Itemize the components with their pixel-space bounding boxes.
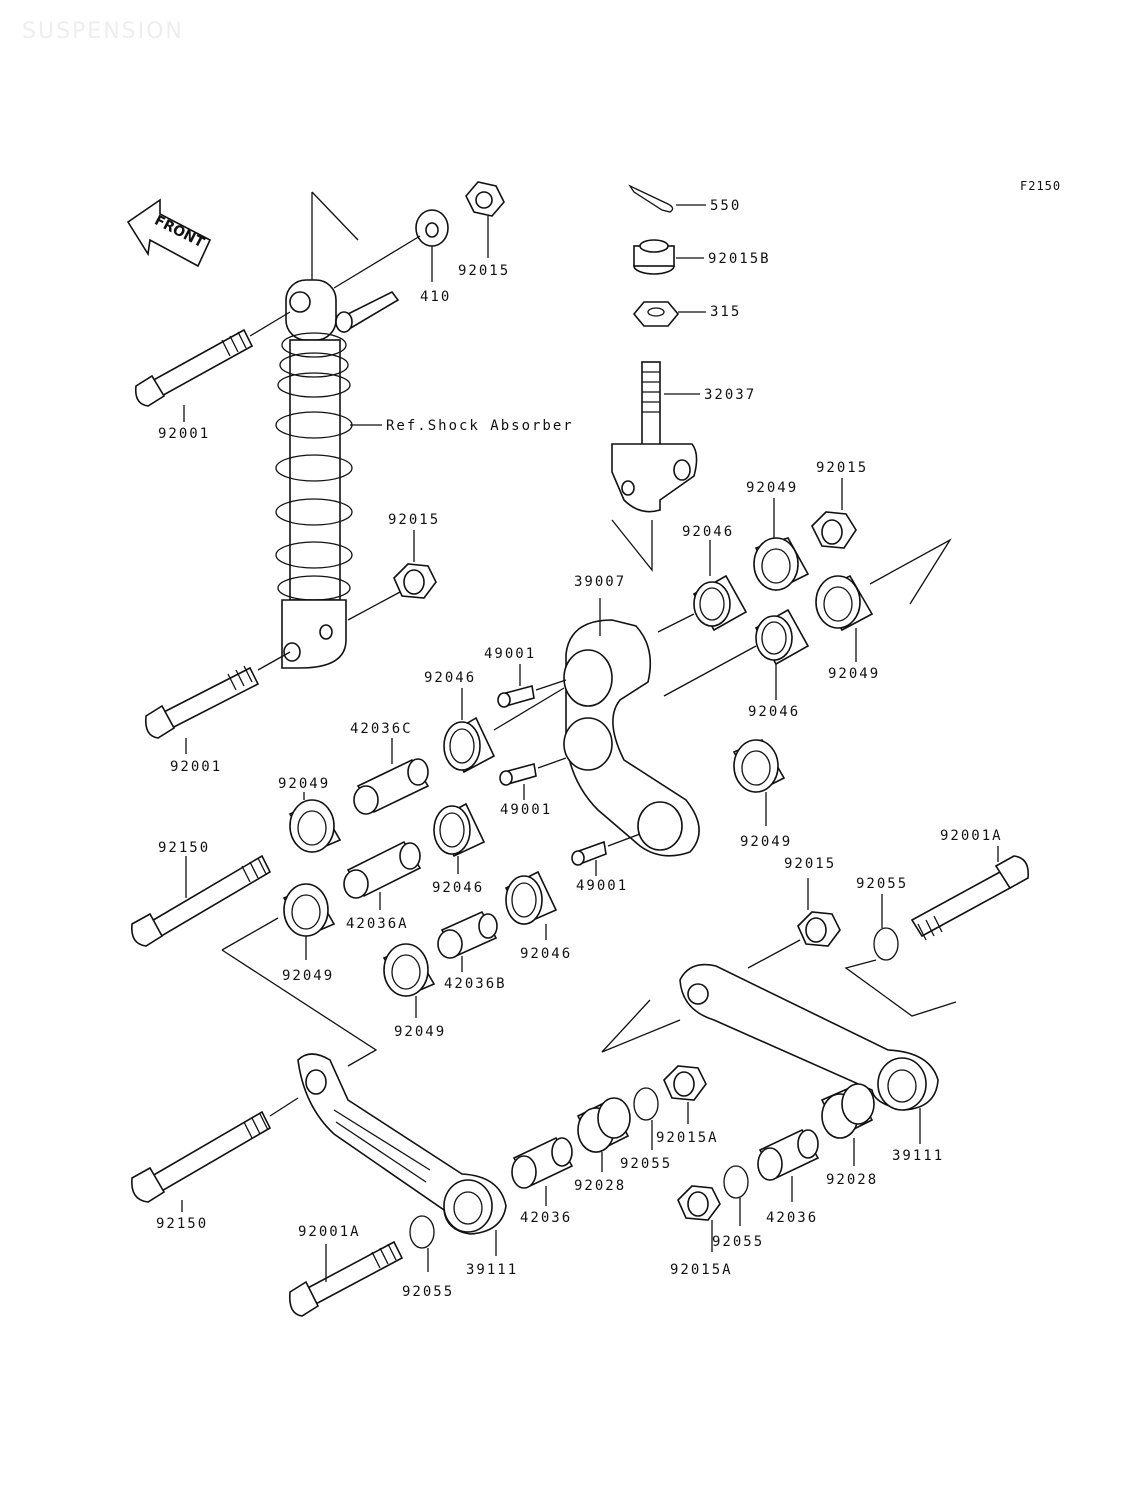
callout-92046-rightmid: 92046 bbox=[748, 704, 800, 720]
callout-92049-rightmid: 92049 bbox=[828, 666, 880, 682]
bolt-92001-mid bbox=[144, 651, 291, 754]
callout-92015-lower: 92015 bbox=[784, 856, 836, 872]
nut-92015-top bbox=[465, 181, 505, 258]
bearing-92046-left bbox=[443, 687, 565, 774]
collar-42036A bbox=[343, 840, 422, 910]
o-ring-92055-mid bbox=[633, 1087, 659, 1150]
callout-32037: 32037 bbox=[704, 387, 756, 403]
callout-92001A-right: 92001A bbox=[940, 828, 1003, 844]
seal-92049-upper bbox=[753, 498, 810, 592]
callout-410: 410 bbox=[420, 289, 451, 305]
callout-92015A-b: 92015A bbox=[670, 1262, 733, 1278]
callout-92015A-a: 92015A bbox=[656, 1130, 719, 1146]
seal-92049-rightmid bbox=[815, 538, 952, 662]
callout-92049-left: 92049 bbox=[278, 776, 330, 792]
callout-92055-right: 92055 bbox=[856, 876, 908, 892]
grease-fitting-49001-b bbox=[499, 757, 567, 800]
reference-note-shock-absorber: Ref.Shock Absorber bbox=[386, 418, 574, 434]
watermark-title: SUSPENSION bbox=[22, 19, 184, 44]
bearing-92046-low bbox=[504, 870, 558, 940]
bushing-92028-a bbox=[576, 1097, 631, 1172]
bearing-92046-mid bbox=[433, 802, 486, 874]
bolt-92001A-right bbox=[844, 846, 1030, 1017]
o-ring-92055-right bbox=[873, 894, 899, 961]
callout-92046-upper: 92046 bbox=[682, 524, 734, 540]
seal-92049-low bbox=[382, 943, 436, 1018]
callout-92049-lowleft: 92049 bbox=[282, 968, 334, 984]
collar-42036-b bbox=[757, 1128, 820, 1202]
link-39111-left bbox=[221, 917, 507, 1256]
adjuster-32037 bbox=[611, 361, 700, 572]
callout-92055-b: 92055 bbox=[712, 1234, 764, 1250]
seal-92049-lowleft bbox=[282, 883, 336, 960]
nut-92015A-b bbox=[677, 1185, 721, 1252]
callout-92150-top: 92150 bbox=[158, 840, 210, 856]
callout-92015-shock: 92015 bbox=[388, 512, 440, 528]
nut-92015B bbox=[633, 239, 704, 275]
nut-92015-shock bbox=[347, 530, 437, 621]
collar-42036C bbox=[353, 738, 430, 815]
rocker-arm-39007 bbox=[563, 598, 700, 857]
o-ring-92055-b bbox=[723, 1165, 749, 1226]
figure-code: F2150 bbox=[1020, 179, 1061, 193]
callout-42036C: 42036C bbox=[350, 721, 413, 737]
callout-92028-b: 92028 bbox=[826, 1172, 878, 1188]
callout-49001-c: 49001 bbox=[576, 878, 628, 894]
bolt-92150-low bbox=[131, 1097, 299, 1212]
callout-42036-b: 42036 bbox=[766, 1210, 818, 1226]
callout-92015-top: 92015 bbox=[458, 263, 510, 279]
nut-92015-lower bbox=[747, 878, 841, 969]
callout-92046-mid: 92046 bbox=[432, 880, 484, 896]
callout-39007: 39007 bbox=[574, 574, 626, 590]
callout-42036A: 42036A bbox=[346, 916, 409, 932]
bolt-92150-top bbox=[130, 854, 272, 947]
nut-92015-right bbox=[811, 478, 857, 549]
callout-49001-b: 49001 bbox=[500, 802, 552, 818]
nut-92015A-a bbox=[663, 1065, 707, 1124]
o-ring-92055-low bbox=[409, 1215, 435, 1272]
grease-fitting-49001-c bbox=[571, 833, 641, 876]
bushing-92028-b bbox=[820, 1083, 875, 1166]
grease-fitting-49001-a bbox=[497, 664, 567, 708]
collar-42036B bbox=[437, 910, 498, 972]
bolt-92001-top bbox=[134, 311, 291, 422]
callout-92015-right: 92015 bbox=[816, 460, 868, 476]
cotter-pin-550 bbox=[628, 184, 706, 213]
collar-42036-a bbox=[511, 1136, 574, 1206]
callout-39111-right: 39111 bbox=[892, 1148, 944, 1164]
callout-39111-left: 39111 bbox=[466, 1262, 518, 1278]
callout-92055-low: 92055 bbox=[402, 1284, 454, 1300]
seal-92049-left bbox=[288, 792, 342, 854]
link-39111-right bbox=[601, 963, 939, 1144]
callout-92049-low: 92049 bbox=[394, 1024, 446, 1040]
callout-92049-upper: 92049 bbox=[746, 480, 798, 496]
callout-92001-top: 92001 bbox=[158, 426, 210, 442]
bearing-92046-upper bbox=[657, 540, 748, 633]
callout-550: 550 bbox=[710, 198, 741, 214]
callout-92049-right: 92049 bbox=[740, 834, 792, 850]
bolt-92001A-low bbox=[288, 1240, 404, 1317]
callout-42036B: 42036B bbox=[444, 976, 507, 992]
seal-92049-right bbox=[732, 738, 786, 826]
callout-92150-low: 92150 bbox=[156, 1216, 208, 1232]
front-arrow-icon: FRONT bbox=[126, 198, 212, 268]
callout-49001-a: 49001 bbox=[484, 646, 536, 662]
callout-92001-mid: 92001 bbox=[170, 759, 222, 775]
callout-92015B: 92015B bbox=[708, 251, 771, 267]
washer-410 bbox=[415, 209, 449, 282]
shock-absorber: Ref.Shock Absorber bbox=[275, 191, 574, 669]
bearing-92046-rightmid bbox=[663, 608, 810, 700]
callout-92046-low: 92046 bbox=[520, 946, 572, 962]
callout-92046-left: 92046 bbox=[424, 670, 476, 686]
callout-92028-a: 92028 bbox=[574, 1178, 626, 1194]
callout-92055-mid: 92055 bbox=[620, 1156, 672, 1172]
callout-315: 315 bbox=[710, 304, 741, 320]
nut-315 bbox=[632, 301, 706, 327]
callout-42036-a: 42036 bbox=[520, 1210, 572, 1226]
callout-92001A-low: 92001A bbox=[298, 1224, 361, 1240]
